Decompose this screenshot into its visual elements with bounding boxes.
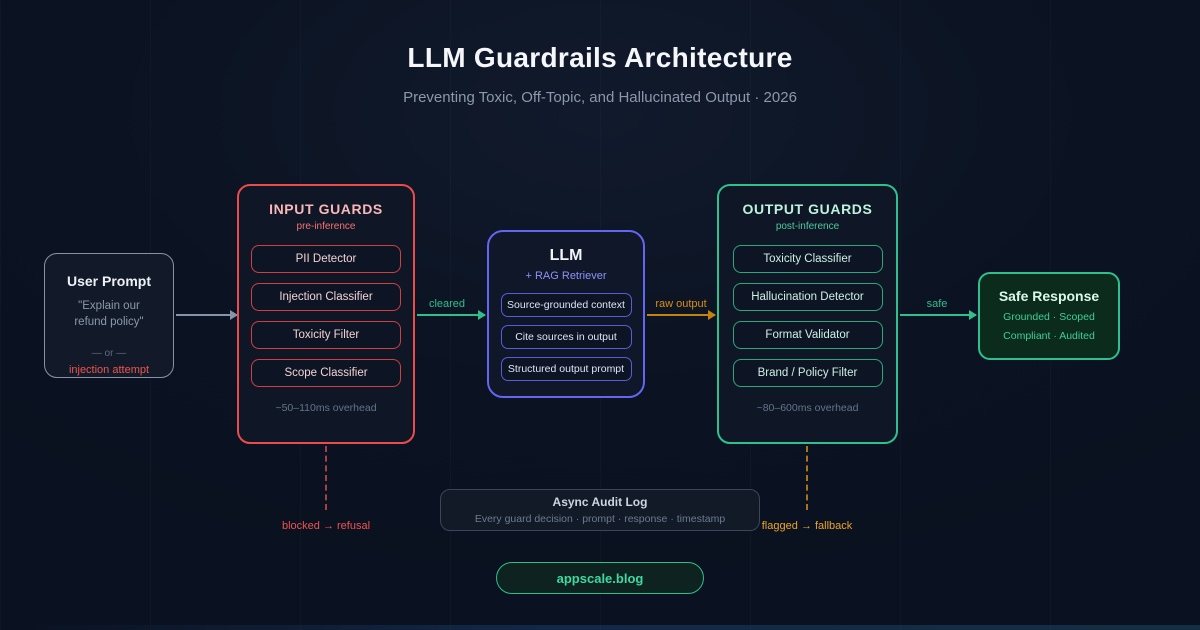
arrow-llm-to-output (647, 310, 716, 320)
output-guards-title: OUTPUT GUARDS (742, 201, 873, 217)
arrow-prompt-to-input (176, 310, 238, 320)
page-title: LLM Guardrails Architecture (407, 42, 793, 73)
page-subtitle: Preventing Toxic, Off-Topic, and Halluci… (403, 89, 797, 106)
guard-item-toxicity-classifier: Toxicity Classifier (732, 245, 883, 273)
blocked-dashed-line (325, 446, 327, 510)
guard-item-hallucination-detector: Hallucination Detector (732, 283, 883, 311)
safe-response-node: Safe Response Grounded · Scoped Complian… (978, 272, 1120, 360)
guard-item-format-validator: Format Validator (732, 321, 883, 349)
input-guards-list: PII Detector Injection Classifier Toxici… (251, 245, 401, 387)
blocked-refusal-label: blocked → refusal (281, 520, 371, 532)
brand-link[interactable]: appscale.blog (496, 562, 704, 594)
output-guards-list: Toxicity Classifier Hallucination Detect… (732, 245, 883, 387)
quote-line-2: refund policy" (74, 316, 144, 328)
arrow-head-icon (478, 310, 486, 320)
arrow-head-icon (708, 310, 716, 320)
guard-item-pii-detector: PII Detector (251, 245, 401, 273)
raw-output-label: raw output (655, 298, 707, 310)
arrow-input-to-llm (417, 310, 486, 320)
guard-item-injection-classifier: Injection Classifier (251, 283, 401, 311)
or-divider: — or — (91, 348, 127, 359)
arrow-head-icon (969, 310, 977, 320)
safe-label: safe (926, 298, 948, 310)
llm-title: LLM (549, 247, 583, 264)
quote-line-1: "Explain our (78, 300, 140, 312)
bottom-accent-bar (0, 625, 1200, 630)
injection-attempt-label: injection attempt (68, 364, 150, 376)
safe-response-line1: Grounded · Scoped (1003, 311, 1095, 323)
input-guards-title: INPUT GUARDS (269, 201, 383, 217)
safe-response-title: Safe Response (998, 288, 1100, 304)
input-guards-node: INPUT GUARDS pre-inference PII Detector … (237, 184, 415, 444)
output-guards-overhead: ~80–600ms overhead (756, 402, 859, 414)
audit-log-node: Async Audit Log Every guard decision · p… (440, 489, 760, 531)
user-prompt-title: User Prompt (66, 273, 152, 289)
guard-item-scope-classifier: Scope Classifier (251, 359, 401, 387)
audit-log-subtitle: Every guard decision · prompt · response… (474, 513, 726, 525)
user-prompt-node: User Prompt "Explain our refund policy" … (44, 253, 174, 378)
arrow-head-icon (230, 310, 238, 320)
arrow-output-to-safe (900, 310, 977, 320)
llm-strategies-list: Source-grounded context Cite sources in … (500, 293, 632, 381)
flagged-dashed-line (806, 446, 808, 510)
rag-retriever-label: + RAG Retriever (525, 270, 607, 282)
input-guards-subtitle: pre-inference (296, 221, 356, 232)
audit-log-title: Async Audit Log (552, 495, 648, 509)
guard-item-brand-policy-filter: Brand / Policy Filter (732, 359, 883, 387)
user-prompt-quote: "Explain our refund policy" (74, 298, 143, 330)
llm-item-source-grounded: Source-grounded context (500, 293, 632, 317)
output-guards-subtitle: post-inference (775, 221, 840, 232)
llm-item-structured-output: Structured output prompt (500, 357, 632, 381)
llm-node: LLM + RAG Retriever Source-grounded cont… (487, 230, 645, 398)
llm-item-cite-sources: Cite sources in output (500, 325, 632, 349)
input-guards-overhead: ~50–110ms overhead (275, 402, 377, 414)
safe-response-line2: Compliant · Audited (1003, 330, 1095, 342)
output-guards-node: OUTPUT GUARDS post-inference Toxicity Cl… (717, 184, 898, 444)
cleared-label: cleared (428, 298, 466, 310)
guard-item-toxicity-filter: Toxicity Filter (251, 321, 401, 349)
flagged-fallback-label: flagged → fallback (761, 520, 853, 532)
